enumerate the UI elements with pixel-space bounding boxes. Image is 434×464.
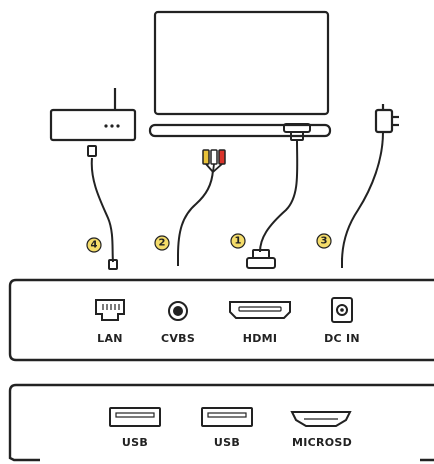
tv-stand-bar	[148, 123, 332, 138]
svg-text:1: 1	[235, 236, 242, 247]
power-cable	[341, 131, 384, 263]
router-body	[49, 108, 137, 142]
svg-text:4: 4	[91, 240, 98, 251]
svg-text:3: 3	[321, 236, 328, 247]
svg-text:2: 2	[159, 238, 166, 249]
hdmi-cable	[259, 139, 299, 253]
lan-cable	[90, 157, 114, 263]
side-panel-outline	[8, 383, 434, 462]
hdmi-port-icon	[229, 301, 291, 319]
tv-screen	[153, 10, 330, 116]
hdmi-label: HDMI	[243, 332, 278, 345]
microsd-label: MICROSD	[292, 436, 352, 449]
rca-connectors	[202, 149, 226, 173]
tv-icon	[148, 10, 332, 138]
usb-1-label: USB	[122, 436, 148, 449]
side-panel	[8, 383, 434, 462]
usb-2-label: USB	[214, 436, 240, 449]
lan-port-icon	[95, 299, 125, 321]
badge-dc-in: 3	[316, 233, 332, 249]
dc-in-label: DC IN	[324, 332, 360, 345]
cables	[90, 131, 384, 263]
lan-plug-bottom	[108, 259, 118, 270]
rear-panel	[8, 278, 434, 362]
lan-label: LAN	[97, 332, 123, 345]
cvbs-label: CVBS	[161, 332, 195, 345]
hdmi-plug-bottom	[246, 249, 276, 269]
adapter-body	[374, 108, 394, 134]
router-led-dots	[104, 124, 120, 128]
badge-lan: 4	[86, 237, 102, 253]
dc-in-port-icon	[331, 297, 353, 323]
rear-panel-outline	[8, 278, 434, 362]
badge-cvbs: 2	[154, 235, 170, 251]
usb-port-1-icon	[109, 407, 161, 427]
badge-hdmi: 1	[230, 233, 246, 249]
hdmi-plug-top	[283, 123, 311, 141]
cvbs-port-icon	[168, 301, 188, 321]
microsd-slot-icon	[290, 411, 352, 427]
cvbs-cable	[177, 169, 214, 257]
usb-port-2-icon	[201, 407, 253, 427]
lan-plug-top	[87, 145, 97, 157]
router-icon	[49, 88, 137, 142]
power-adapter-icon	[374, 104, 399, 134]
